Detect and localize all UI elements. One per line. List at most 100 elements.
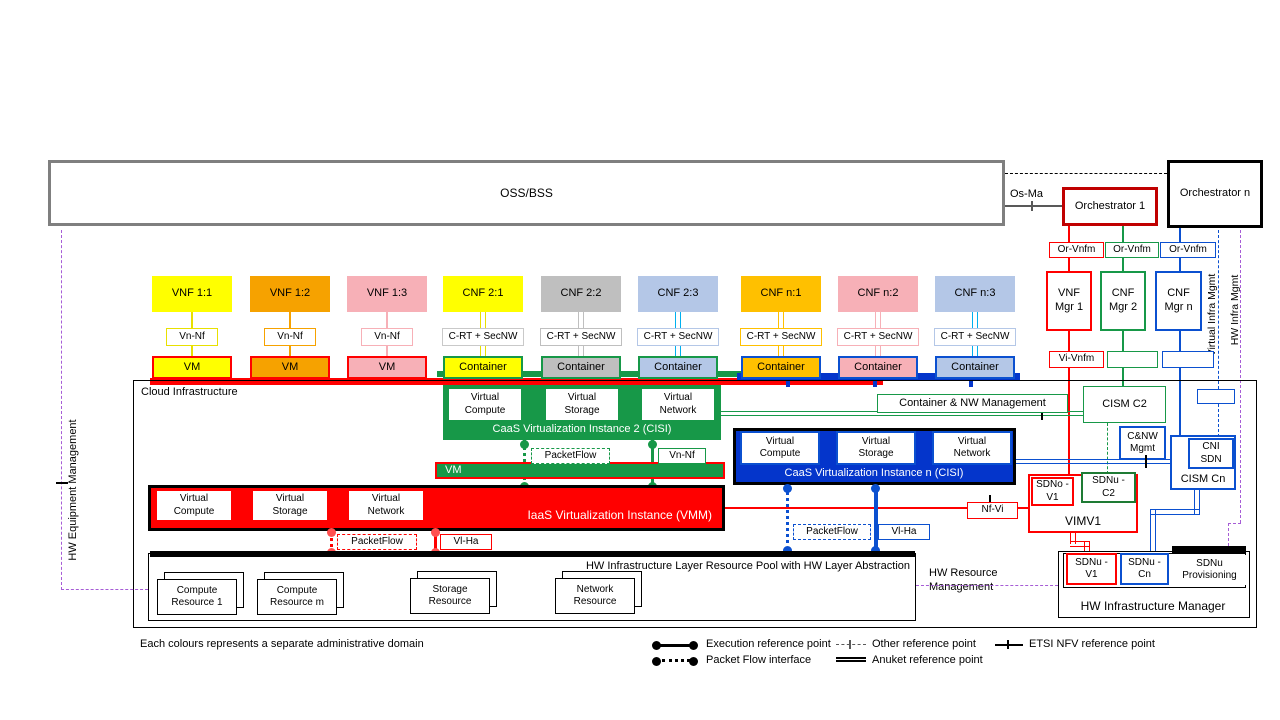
network-resource: Network Resource [555, 578, 635, 614]
vm-bar: VM [435, 462, 725, 479]
cnf-mgr-n-box: CNF Mgr n [1155, 271, 1202, 331]
caasn-cism-anuket-tick [1145, 455, 1147, 468]
orchestrator-n-box: Orchestrator n [1167, 160, 1263, 228]
legend-other-label: Other reference point [872, 638, 976, 650]
ref-point-label: C-RT + SecNW [442, 328, 524, 346]
hw-resource-mgmt-dashed-line [916, 585, 1058, 586]
orchestrator-1-box: Orchestrator 1 [1062, 187, 1158, 226]
cism-c2-sdnu-dashed-line [1107, 423, 1108, 474]
legend-anuket-label: Anuket reference point [872, 654, 983, 666]
cnw-mgmt-box: C&NW Mgmt [1119, 426, 1166, 460]
caasn-title: CaaS Virtualization Instance n (CISI) [784, 466, 964, 479]
vm-box: VM [347, 356, 427, 379]
hw-equipment-dashed-vline [61, 230, 62, 590]
oss-orchestrator-n-dashed-line [1005, 173, 1167, 174]
caasn-packetflow-line [786, 485, 789, 551]
container-box: Container [541, 356, 621, 379]
nf-box: CNF n:1 [741, 276, 821, 312]
or-vnfm-label-red: Or-Vnfm [1049, 242, 1104, 258]
caas2-cism-anuket-tick [1041, 407, 1043, 420]
hw-infra-mgmt-label: HW Infra Mgmt [1229, 274, 1241, 346]
nf-box: CNF 2:1 [443, 276, 523, 312]
iaas-packetflow-line [330, 531, 333, 553]
other-ref-line [836, 644, 866, 645]
exec-dot [648, 440, 657, 449]
or-vnfm-label-blue: Or-Vnfm [1160, 242, 1216, 258]
anuket-ref-line [836, 657, 866, 662]
hw-infra-manager-label: HW Infrastructure Manager [1080, 599, 1226, 613]
nf-box: VNF 1:2 [250, 276, 330, 312]
cnf-mgr-2-box: CNF Mgr 2 [1100, 271, 1146, 331]
nf-box: CNF n:2 [838, 276, 918, 312]
caas2-virtual-compute: Virtual Compute [448, 388, 522, 421]
iaas-title: IaaS Virtualization Instance (VMM) [527, 508, 712, 522]
container-box: Container [935, 356, 1015, 379]
packetflow-label-green: PacketFlow [531, 448, 610, 464]
caas2-box: Virtual Compute Virtual Storage Virtual … [443, 385, 721, 440]
sdnu-c2-box: SDNu -C2 [1081, 472, 1136, 503]
vm-box: VM [152, 356, 232, 379]
hw-infra-mgmt-dashed-line [1240, 230, 1241, 523]
nf-box: CNF 2:2 [541, 276, 621, 312]
execution-dot [689, 641, 698, 650]
exec-dot [520, 440, 529, 449]
caasn-cism-anuket-line [1016, 459, 1170, 464]
ref-point-label: C-RT + SecNW [637, 328, 719, 346]
virtual-infra-mgmt-dashed-line [1218, 230, 1219, 389]
os-ma-line [1005, 205, 1062, 207]
exec-dot [783, 546, 792, 555]
packetflow-dot [689, 657, 698, 666]
caas2-title: CaaS Virtualization Instance 2 (CISI) [492, 423, 672, 436]
caasn-virtual-storage: Virtual Storage [836, 431, 916, 465]
vim-hwmgr-line-v1 [1070, 533, 1076, 544]
virtual-infra-mgmt-dashed-line2 [1218, 404, 1219, 437]
ref-point-label: Vn-Nf [361, 328, 413, 346]
vn-nf-label-green: Vn-Nf [658, 448, 706, 464]
iaas-vim-tick [989, 495, 991, 508]
ref-point-label: C-RT + SecNW [837, 328, 919, 346]
hw-equipment-tick [56, 482, 68, 484]
oss-bss-box: OSS/BSS [48, 160, 1005, 226]
hw-pool-title: HW Infrastructure Layer Resource Pool wi… [585, 560, 910, 572]
vl-ha-label-blue: Vl-Ha [878, 524, 930, 540]
hw-resource-mgmt-label: HW Resource Management [929, 567, 998, 593]
exec-dot [327, 528, 336, 537]
iaas-box: Virtual Compute Virtual Storage Virtual … [148, 485, 725, 531]
compute-resource-1: Compute Resource 1 [157, 579, 237, 615]
caas2-virtual-network: Virtual Network [641, 388, 715, 421]
orchestrator-1-label: Orchestrator 1 [1074, 199, 1146, 212]
vnf-mgr-1-box: VNF Mgr 1 [1046, 271, 1092, 331]
iaas-virtual-storage: Virtual Storage [251, 489, 329, 522]
os-ma-label: Os-Ma [1010, 188, 1043, 200]
compute-resource-m: Compute Resource m [257, 579, 337, 615]
execution-line [656, 644, 694, 647]
nf-box: CNF n:3 [935, 276, 1015, 312]
caasn-virtual-network: Virtual Network [932, 431, 1012, 465]
vim-hwmgr-line-v2 [1084, 541, 1090, 553]
container-box: Container [638, 356, 718, 379]
vm-bar-label: VM [445, 464, 462, 476]
caasn-bar-stub [873, 381, 877, 387]
ref-point-label: Vn-Nf [166, 328, 218, 346]
legend-etsi-label: ETSI NFV reference point [1029, 638, 1155, 650]
nf-box: VNF 1:3 [347, 276, 427, 312]
cism-cn-label: CISM Cn [1180, 473, 1226, 486]
hw-equipment-dashed-hline [61, 589, 148, 590]
iaas-domain-bar [150, 378, 883, 385]
legend-footnote: Each colours represents a separate admin… [140, 638, 424, 650]
ref-point-label: C-RT + SecNW [540, 328, 622, 346]
packetflow-dot [652, 657, 661, 666]
hw-infra-mgmt-dashed-jog [1228, 523, 1241, 524]
iaas-vlha-line [434, 531, 437, 553]
sdno-v1-box: SDNo -V1 [1031, 477, 1074, 506]
caasn-box: Virtual Compute Virtual Storage Virtual … [733, 428, 1016, 485]
sdnu-v1-box: SDNu -V1 [1066, 553, 1117, 585]
etsi-ref-tick [1007, 640, 1009, 649]
container-box: Container [443, 356, 523, 379]
iaas-virtual-network: Virtual Network [347, 489, 425, 522]
hw-abstraction-bar [150, 551, 915, 557]
cism-hwmgr-line-v1 [1194, 490, 1200, 514]
nf-box: VNF 1:1 [152, 276, 232, 312]
cni-sdn-box: CNI SDN [1188, 438, 1234, 469]
packetflow-line [662, 659, 690, 662]
